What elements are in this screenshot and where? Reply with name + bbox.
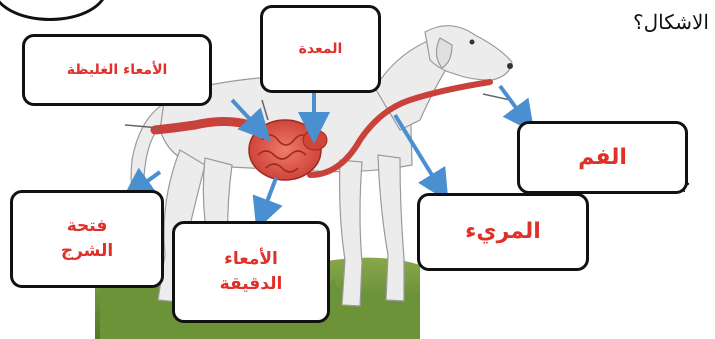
label-text: الأمعاء الغليظة <box>67 60 168 80</box>
label-text: الفم <box>578 142 627 174</box>
label-text-line2: الشرج <box>61 239 113 264</box>
label-small-intestine: الأمعاء الدقيقة <box>172 221 330 323</box>
arrow-small-intestine <box>262 178 276 215</box>
label-anus: فتحة الشرج <box>10 190 164 288</box>
label-text-line1: فتحة <box>67 214 108 239</box>
label-large-intestine: الأمعاء الغليظة <box>22 34 212 106</box>
label-text: المريء <box>465 216 541 248</box>
label-esophagus: المريء <box>417 193 589 271</box>
label-text: المعدة <box>299 39 343 59</box>
label-text-line1: الأمعاء <box>224 247 278 272</box>
label-text-line2: الدقيقة <box>220 272 283 297</box>
label-mouth: الفم <box>517 121 688 194</box>
label-stomach: المعدة <box>260 5 381 93</box>
dog-eye <box>470 40 475 45</box>
dog-nose <box>507 63 513 69</box>
arrow-mouth <box>500 86 525 120</box>
